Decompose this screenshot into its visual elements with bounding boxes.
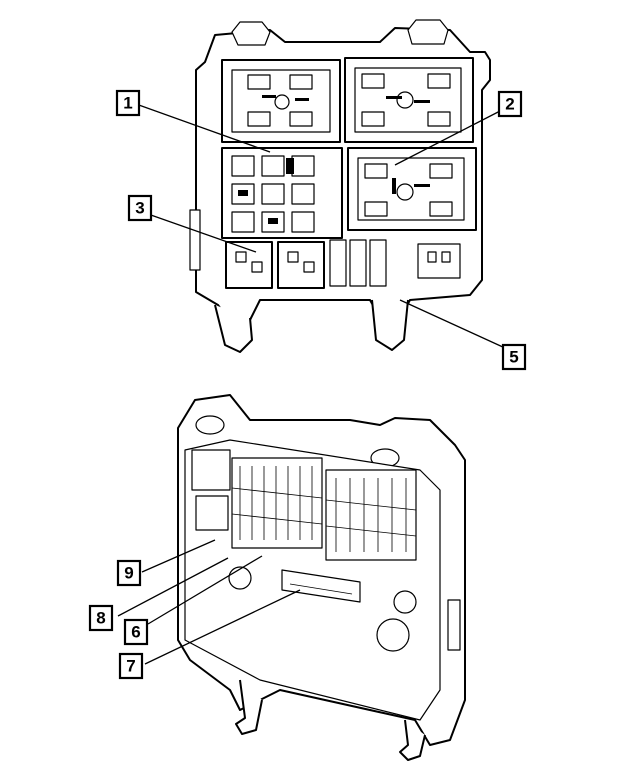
leader-lines bbox=[117, 103, 506, 665]
callout-9: 9 bbox=[116, 559, 142, 587]
callout-2-label: 2 bbox=[505, 95, 514, 114]
relay-large-upper-right bbox=[344, 57, 474, 143]
upper-relay-block bbox=[189, 19, 491, 353]
connector-header bbox=[281, 569, 361, 603]
callout-7-label: 7 bbox=[126, 657, 135, 676]
mini-fuse-grid bbox=[221, 147, 343, 239]
callout-1-label: 1 bbox=[123, 94, 132, 113]
callout-9-label: 9 bbox=[124, 564, 133, 583]
callout-2: 2 bbox=[497, 90, 523, 118]
callout-1: 1 bbox=[115, 89, 141, 117]
leader-2 bbox=[394, 109, 503, 166]
callout-5: 5 bbox=[501, 343, 527, 371]
callout-8: 8 bbox=[88, 604, 114, 632]
leader-9 bbox=[141, 539, 216, 573]
relay-large-upper-left bbox=[221, 59, 341, 143]
callout-7: 7 bbox=[118, 652, 144, 680]
fuse-array bbox=[231, 457, 417, 561]
callout-3-label: 3 bbox=[135, 199, 144, 218]
leader-7 bbox=[144, 589, 301, 665]
leader-5 bbox=[399, 299, 506, 349]
callout-6: 6 bbox=[123, 618, 149, 646]
leader-6 bbox=[147, 555, 263, 625]
lower-junction-block bbox=[177, 394, 466, 761]
callout-6-label: 6 bbox=[131, 623, 140, 642]
leader-1 bbox=[135, 103, 271, 153]
callout-3: 3 bbox=[127, 194, 153, 222]
callout-5-label: 5 bbox=[509, 348, 518, 367]
leader-8 bbox=[117, 557, 229, 617]
leader-3 bbox=[147, 213, 257, 253]
callout-8-label: 8 bbox=[96, 609, 105, 628]
relay-large-lower-right bbox=[347, 147, 477, 231]
small-relay-row bbox=[225, 239, 461, 289]
